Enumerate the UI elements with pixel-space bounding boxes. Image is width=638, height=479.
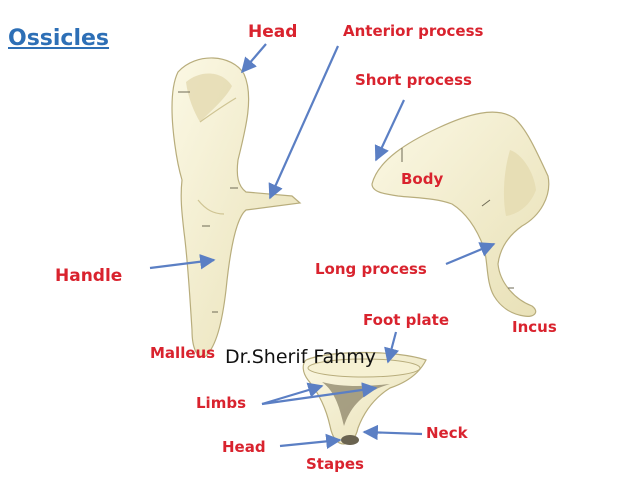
label-stapes-head: Head — [222, 438, 266, 456]
arrow-handle — [149, 254, 216, 270]
incus-bone — [371, 111, 550, 317]
pointer-arrows — [149, 43, 496, 450]
label-limbs: Limbs — [196, 394, 246, 412]
label-incus: Incus — [512, 318, 557, 336]
arrow-malleus-head — [240, 43, 267, 74]
arrow-short-process — [374, 99, 405, 162]
arrow-long-process — [445, 242, 496, 266]
label-malleus: Malleus — [150, 344, 216, 362]
diagram-title: Ossicles — [8, 26, 110, 51]
arrow-stapes-head — [279, 433, 342, 450]
label-body: Body — [401, 170, 444, 188]
label-anterior-process: Anterior process — [343, 22, 484, 40]
label-long-process: Long process — [315, 260, 427, 278]
label-stapes: Stapes — [306, 455, 364, 473]
label-short-process: Short process — [355, 71, 472, 89]
arrow-limbs-right — [261, 382, 378, 406]
label-malleus-head: Head — [248, 22, 298, 42]
arrow-neck — [362, 424, 423, 441]
arrow-limbs-left — [261, 382, 324, 406]
malleus-bone — [171, 57, 302, 358]
label-neck: Neck — [426, 424, 468, 442]
label-handle: Handle — [55, 266, 123, 286]
arrow-foot-plate — [384, 331, 400, 364]
arrow-anterior-process — [268, 45, 340, 200]
credit-text: Dr.Sherif Fahmy — [225, 346, 376, 368]
label-foot-plate: Foot plate — [363, 311, 449, 329]
